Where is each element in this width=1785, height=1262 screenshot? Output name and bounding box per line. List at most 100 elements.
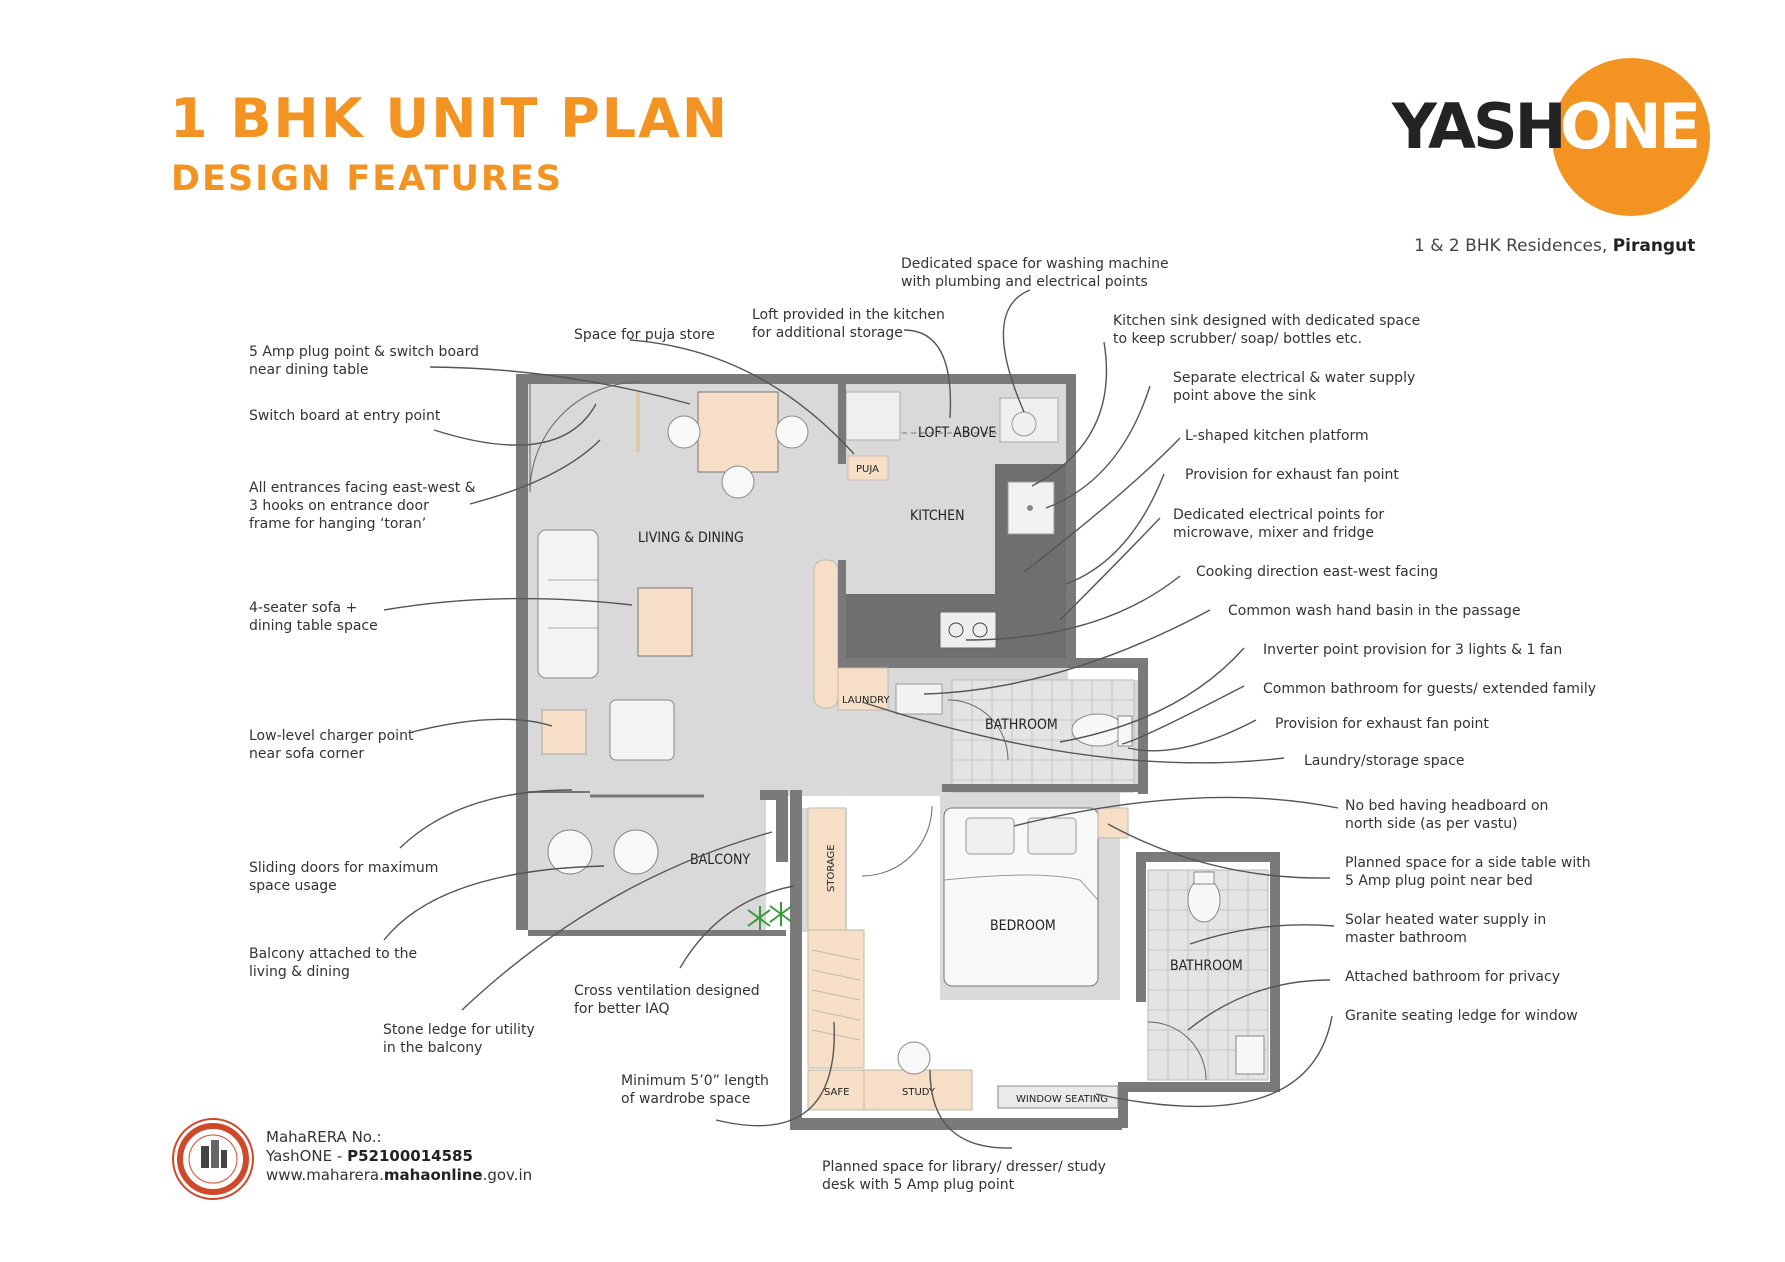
arrow-r11 xyxy=(861,701,1285,764)
storage-unit xyxy=(807,807,847,931)
brand-tagline: 1 & 2 BHK Residences, Pirangut xyxy=(1414,236,1695,256)
arrow-n6 xyxy=(399,789,573,849)
safe-unit xyxy=(807,1069,865,1111)
counter-wall xyxy=(838,560,846,680)
note-charger-point: Low-level charger point near sofa corner xyxy=(249,728,414,762)
note-cooking-direction: Cooking direction east-west facing xyxy=(1196,564,1439,580)
balcony-chair xyxy=(613,829,659,875)
bedroom-door-swing xyxy=(861,805,933,877)
cooking-hob xyxy=(939,611,997,649)
note-stone-ledge: Stone ledge for utility in the balcony xyxy=(383,1022,535,1056)
note-puja-store: Space for puja store xyxy=(574,327,715,343)
arrow-b1 xyxy=(679,885,795,969)
arrow-b3 xyxy=(929,1069,1013,1149)
note-side-table: Planned space for a side table with 5 Am… xyxy=(1345,855,1591,889)
arrow-r6 xyxy=(965,575,1181,641)
bar-counter xyxy=(813,559,839,709)
arrow-n1 xyxy=(429,366,691,405)
bedside-table xyxy=(1097,807,1129,839)
arrow-r15 xyxy=(1187,979,1331,1031)
note-inverter-point: Inverter point provision for 3 lights & … xyxy=(1263,642,1563,658)
note-appliance-points: Dedicated electrical points for microwav… xyxy=(1173,507,1385,541)
room-label-puja: PUJA xyxy=(856,464,879,475)
arrow-n2 xyxy=(433,403,597,446)
note-attached-bathroom: Attached bathroom for privacy xyxy=(1345,969,1560,985)
rera-url-a: www.maharera. xyxy=(266,1166,384,1184)
puja-unit xyxy=(847,455,889,481)
rera-number-line: YashONE - P52100014585 xyxy=(266,1147,532,1166)
wash-basin xyxy=(895,683,943,715)
room-label-kitchen: KITCHEN xyxy=(910,508,965,524)
room-label-bathroom-master: BATHROOM xyxy=(1170,958,1243,974)
arrow-t1 xyxy=(629,339,855,455)
side-table xyxy=(541,709,587,755)
arrow-n4 xyxy=(383,597,633,611)
arrow-t2 xyxy=(903,329,952,419)
arrow-n7 xyxy=(383,865,605,941)
study-chair xyxy=(897,1041,931,1075)
arrow-r14 xyxy=(1189,924,1335,945)
brand-logo: YASH ONE xyxy=(1392,58,1710,218)
door-swing xyxy=(947,699,1009,761)
rera-website[interactable]: www.maharera.mahaonline.gov.in xyxy=(266,1166,532,1185)
sink-drain xyxy=(1027,505,1033,511)
note-cross-ventilation: Cross ventilation designed for better IA… xyxy=(574,983,760,1017)
note-kitchen-loft: Loft provided in the kitchen for additio… xyxy=(752,307,945,341)
note-common-bathroom: Common bathroom for guests/ extended fam… xyxy=(1263,681,1596,697)
bathroom-door-swing xyxy=(1147,1021,1207,1081)
note-bathroom-exhaust: Provision for exhaust fan point xyxy=(1275,716,1489,732)
bed-sheet xyxy=(943,874,1099,901)
note-sink-supply-point: Separate electrical & water supply point… xyxy=(1173,370,1416,404)
room-label-balcony: BALCONY xyxy=(690,852,750,868)
note-bed-vastu: No bed having headboard on north side (a… xyxy=(1345,798,1549,832)
arrow-b2 xyxy=(715,1021,835,1127)
arrow-r13 xyxy=(1107,823,1331,879)
rera-info: MahaRERA No.: YashONE - P52100014585 www… xyxy=(266,1128,532,1185)
note-kitchen-platform: L-shaped kitchen platform xyxy=(1185,428,1369,444)
note-dining-plug-point: 5 Amp plug point & switch board near din… xyxy=(249,344,479,378)
kitchen-partition xyxy=(838,384,846,464)
arrow-r3 xyxy=(1023,437,1181,573)
page-subtitle: DESIGN FEATURES xyxy=(171,159,563,199)
arrow-n5 xyxy=(411,718,553,733)
hob-burner xyxy=(972,622,988,638)
note-sliding-doors: Sliding doors for maximum space usage xyxy=(249,860,439,894)
note-laundry: Laundry/storage space xyxy=(1304,753,1465,769)
note-entrances: All entrances facing east-west & 3 hooks… xyxy=(249,480,476,532)
dining-table xyxy=(697,391,779,473)
note-entry-switch-board: Switch board at entry point xyxy=(249,408,441,424)
room-label-laundry: LAUNDRY xyxy=(842,695,890,706)
sofa xyxy=(537,529,599,679)
room-label-loft: LOFT ABOVE xyxy=(918,425,996,441)
arrow-r5 xyxy=(1059,517,1161,621)
logo-text-left: YASH xyxy=(1392,90,1566,163)
arrow-r1 xyxy=(1031,341,1108,487)
note-study-space: Planned space for library/ dresser/ stud… xyxy=(822,1159,1106,1193)
armchair xyxy=(609,699,675,761)
entrance-door-swing xyxy=(529,381,641,493)
balcony-chair xyxy=(547,829,593,875)
note-solar-water: Solar heated water supply in master bath… xyxy=(1345,912,1547,946)
logo-circle xyxy=(1552,58,1710,216)
arrow-r2 xyxy=(1045,385,1151,509)
callout-arrows xyxy=(383,289,1339,1149)
arrow-r16 xyxy=(1095,1015,1333,1108)
arrow-r12 xyxy=(1013,796,1339,827)
study-desk xyxy=(863,1069,973,1111)
note-balcony: Balcony attached to the living & dining xyxy=(249,946,418,980)
coffee-table xyxy=(637,587,693,657)
shoe-rack xyxy=(636,392,640,452)
dining-chair xyxy=(667,415,701,449)
tagline-place: Pirangut xyxy=(1612,236,1696,256)
rera-url-c: .gov.in xyxy=(482,1166,533,1184)
arrow-n3 xyxy=(469,439,601,505)
note-wash-basin: Common wash hand basin in the passage xyxy=(1228,603,1521,619)
walls xyxy=(516,374,1280,1130)
tagline-prefix: 1 & 2 BHK Residences, xyxy=(1414,236,1613,256)
arrow-n8 xyxy=(461,831,773,1011)
toilet xyxy=(1071,713,1125,747)
bathroom-sink xyxy=(1235,1035,1265,1075)
rera-number: P52100014585 xyxy=(347,1147,473,1165)
fridge-space xyxy=(845,391,901,441)
hob-burner xyxy=(948,622,964,638)
